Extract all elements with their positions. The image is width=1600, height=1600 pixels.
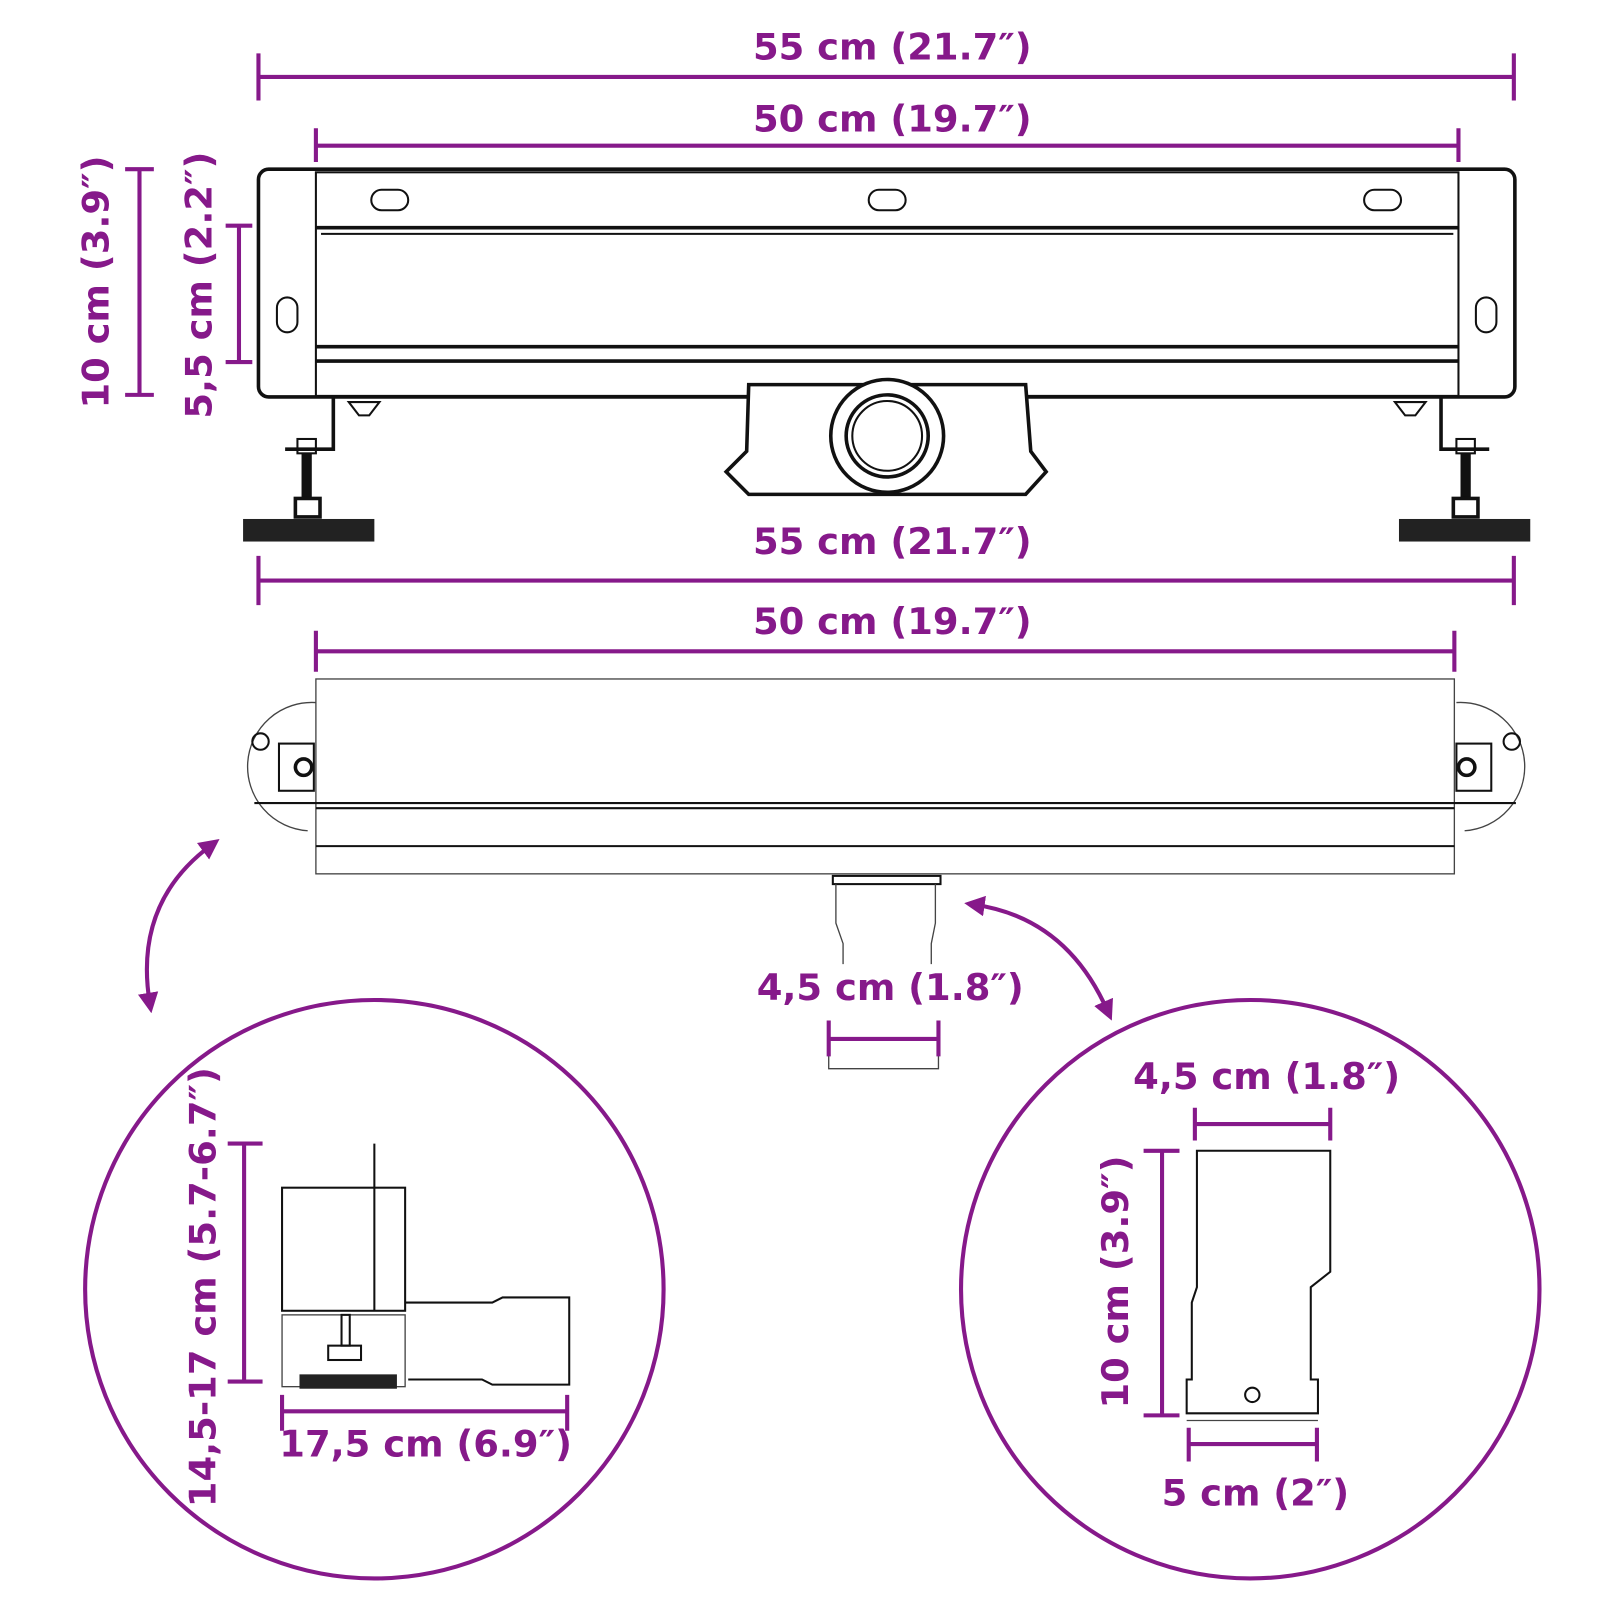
label-bottom-width: 5 cm (2″) (1162, 1472, 1350, 1515)
top-overall-length-dimension: 55 cm (21.7″) (256, 25, 1516, 101)
top-channel-length-dimension: 50 cm (19.7″) (313, 97, 1461, 163)
leveling-foot-right (1392, 397, 1531, 542)
leveling-foot-left (243, 397, 382, 542)
label-channel-length: 50 cm (19.7″) (753, 97, 1032, 140)
label-pipe-height: 10 cm (3.9″) (1094, 1156, 1137, 1409)
drain-top-view (246, 678, 1526, 1070)
channel-height-dimension: 5,5 cm (2.2″) (177, 152, 253, 419)
label-overall-length: 55 cm (21.7″) (753, 25, 1032, 68)
label-side-overall-length: 55 cm (21.7″) (753, 520, 1032, 563)
label-total-height: 10 cm (3.9″) (75, 156, 118, 409)
detail-arrow-left (137, 839, 220, 1014)
label-side-channel-length: 50 cm (19.7″) (753, 600, 1032, 643)
detail-arrow-right (964, 895, 1113, 1021)
label-depth: 17,5 cm (6.9″) (279, 1422, 572, 1465)
label-top-width: 4,5 cm (1.8″) (1133, 1055, 1400, 1098)
label-height-range: 14,5-17 cm (5.7-6.7″) (181, 1067, 224, 1507)
detail-circle-outlet-pipe: 4,5 cm (1.8″) 10 cm (3.9″) 5 cm (2″) (958, 997, 1542, 1581)
detail-circle-side-section: 14,5-17 cm (5.7-6.7″) 17,5 cm (6.9″) (83, 997, 666, 1581)
side-dimensions: 55 cm (21.7″) 50 cm (19.7″) (256, 520, 1516, 672)
label-outlet-diameter: 4,5 cm (1.8″) (757, 966, 1024, 1009)
outlet-diameter-dimension: 4,5 cm (1.8″) (757, 966, 1024, 1057)
label-channel-height: 5,5 cm (2.2″) (177, 152, 220, 419)
total-height-dimension: 10 cm (3.9″) (75, 156, 154, 409)
drain-front-view (243, 167, 1531, 542)
